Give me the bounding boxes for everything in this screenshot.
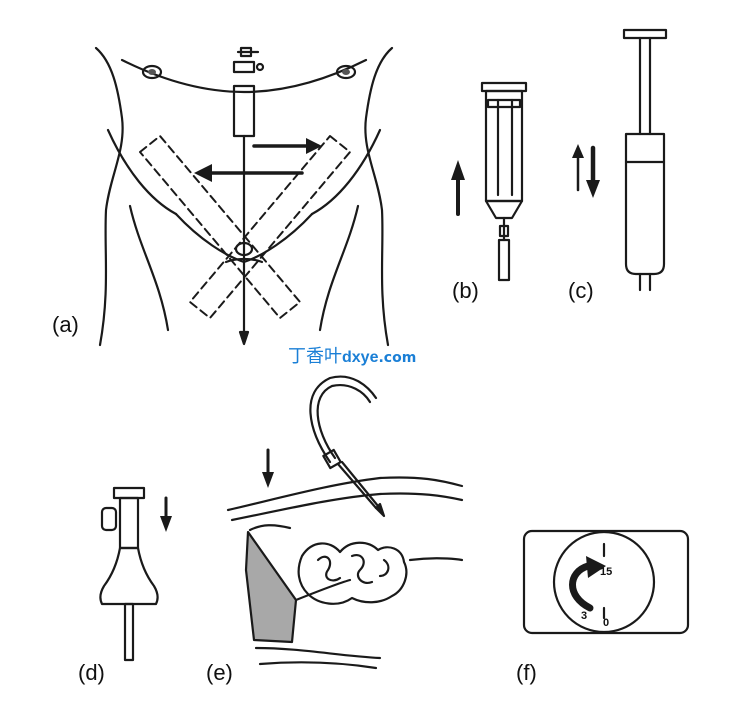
syringe-c [622, 28, 668, 292]
watermark-brand: dxye [342, 349, 379, 366]
arrow-down-d [160, 496, 172, 532]
dial-mark-0: 0 [603, 617, 610, 629]
watermark-tld: .com [378, 350, 417, 366]
dial-mark-3: 3 [581, 610, 588, 622]
panel-label-d: (d) [78, 660, 105, 685]
panel-label-e: (e) [206, 660, 233, 685]
dial-mark-15: 15 [600, 566, 613, 578]
arrows-up-down-c [572, 144, 600, 198]
panel-label-a: (a) [52, 312, 79, 337]
syringe-b [480, 81, 528, 282]
needle-e [309, 375, 386, 518]
panel-label-c: (c) [568, 278, 594, 303]
needle-a [232, 46, 265, 346]
arrow-down-e [262, 448, 274, 488]
dial-box-f [522, 529, 690, 635]
watermark: 丁香叶dxye.com [288, 342, 416, 368]
cross-section-e [226, 476, 464, 670]
panel-label-f: (f) [516, 660, 537, 685]
nipple-left [141, 64, 163, 80]
direction-arrows [194, 138, 322, 182]
trocar-d [99, 486, 159, 662]
nipple-right [335, 64, 357, 80]
panel-label-b: (b) [452, 278, 479, 303]
watermark-cn: 丁香叶 [288, 346, 342, 367]
arrow-up-b [451, 160, 465, 216]
